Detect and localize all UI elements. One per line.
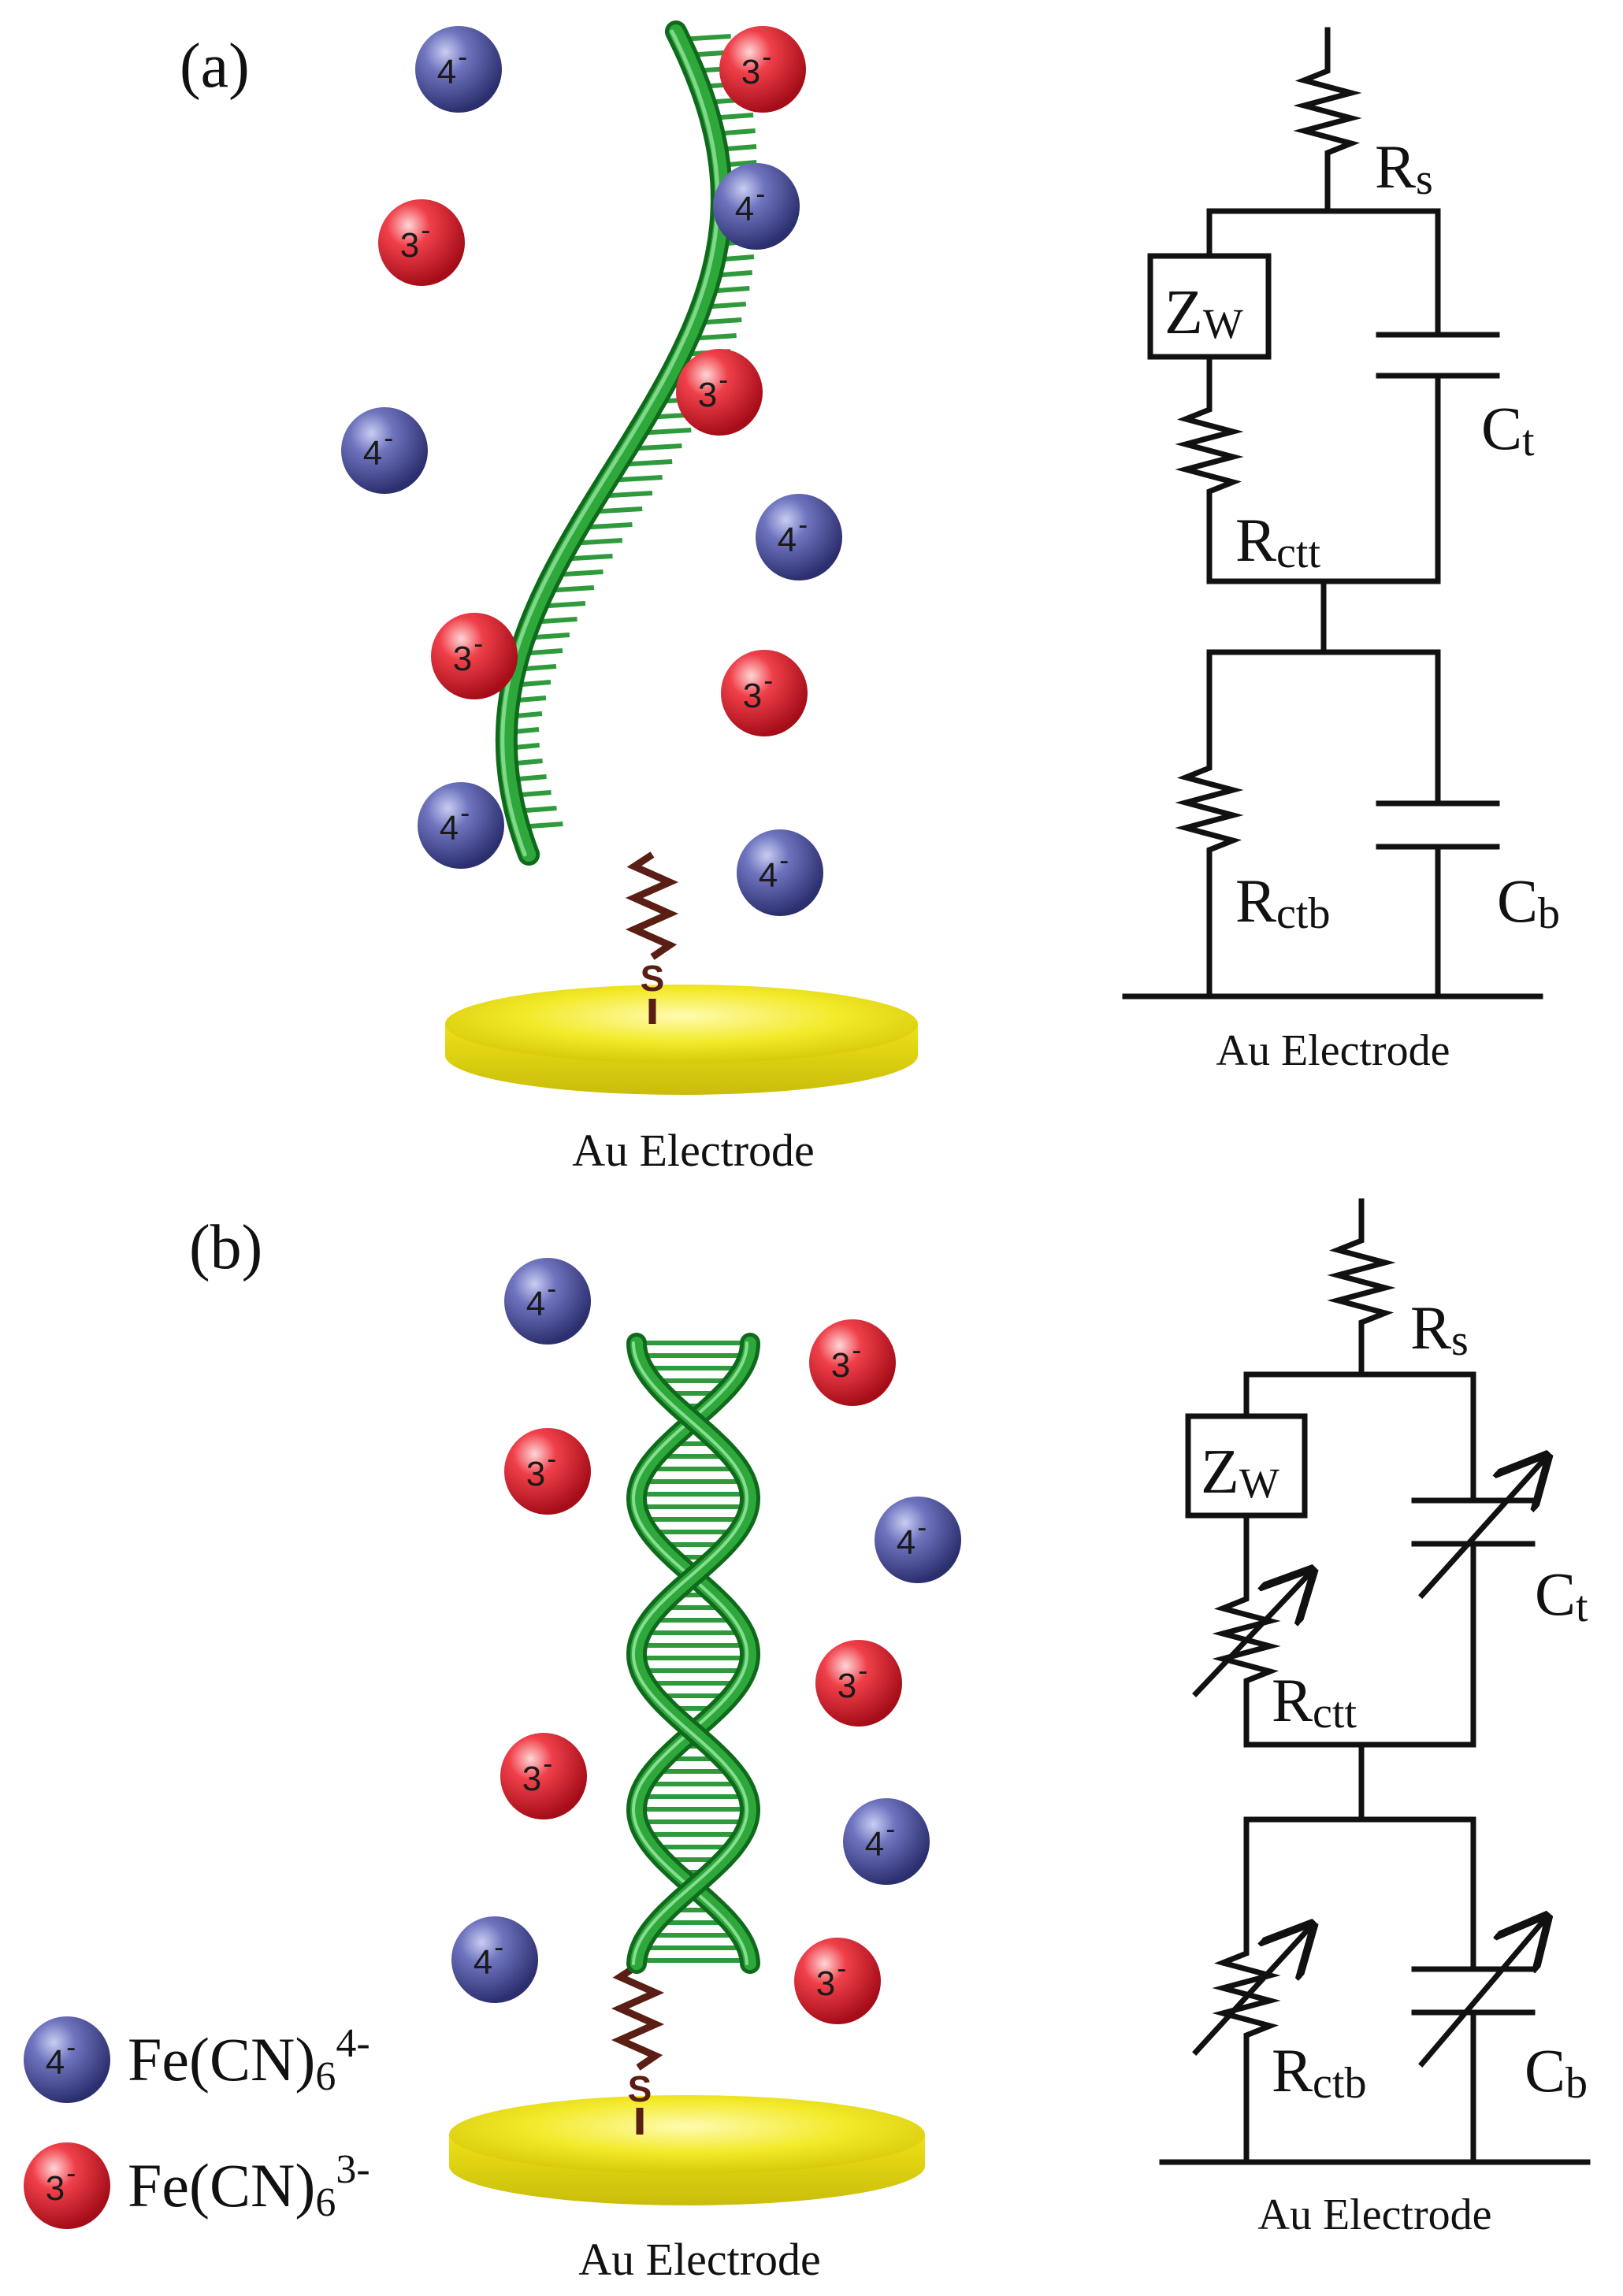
linker-a: S	[625, 851, 679, 1024]
ferrocyanide-ion-b-6: 4-	[843, 1798, 930, 1885]
ion-charge-label: 3-	[400, 213, 430, 265]
rct-bottom-variable-arrow-b	[1192, 1930, 1308, 2056]
linker-b: S	[611, 1962, 665, 2135]
ferricyanide-ion-b-1: 3-	[809, 1319, 896, 1406]
rct-bottom-resistor-b	[1212, 1816, 1281, 2165]
ct-label-b: Ct	[1535, 1560, 1588, 1631]
ion-charge-label: 4-	[865, 1812, 895, 1864]
ferrocyanide-ion-a-3: 4-	[713, 163, 800, 250]
rct-top-resistor-b	[1212, 1512, 1281, 1748]
au-electrode-label-b: Au Electrode	[578, 2234, 821, 2285]
au-electrode-disk-a	[445, 985, 918, 1095]
rs-resistor-a	[1293, 27, 1362, 214]
sulfur-label-a: S	[641, 958, 665, 999]
rct-top-label-a: Rctt	[1235, 506, 1320, 577]
ion-charge-label: 4-	[363, 421, 393, 473]
ferrocyanide-ion-a-6: 4-	[756, 494, 842, 580]
ion-charge-label: 3-	[526, 1442, 556, 1493]
ions-b: 4- 3- 3- 4- 3- 3- 4- 4- 3-	[451, 1258, 961, 2024]
rct-top-resistor-a	[1175, 354, 1244, 584]
cb-label-b: Cb	[1525, 2036, 1588, 2108]
panel-a-label: (a)	[180, 32, 250, 101]
ferrocyanide-ion-a-5: 4-	[341, 407, 428, 494]
ion-charge-label: 4-	[778, 508, 808, 559]
rct-top-label-b: Rctt	[1272, 1666, 1357, 1738]
ferrocyanide-ion-a-0: 4-	[415, 26, 502, 113]
zw-element-a	[1147, 253, 1272, 360]
legend-formula: Fe(CN)63-	[128, 2147, 370, 2225]
ferricyanide-ion-b-4: 3-	[815, 1640, 902, 1727]
circuit-b: Rs ZW Rctt Ct Rctb Cb Au Electrode	[1159, 1198, 1591, 2239]
legend: 4- Fe(CN)64- 3- Fe(CN)63-	[24, 2016, 370, 2229]
ferricyanide-ion-a-4: 3-	[676, 349, 763, 436]
strand-2	[630, 1337, 757, 1970]
panel-b: (b) Au Electrode S 4- 3- 3- 4- 3- 3- 4- 4- 3-	[189, 1213, 961, 2285]
zw-label-b: ZW	[1201, 1437, 1279, 1507]
rct-bottom-resistor-a	[1175, 649, 1244, 1000]
ion-charge-label: 4-	[735, 177, 765, 228]
ion-charge-label: 3-	[831, 1333, 861, 1385]
ferrocyanide-ion-b-7: 4-	[451, 1916, 538, 2003]
ferricyanide-ion-a-7: 3-	[431, 613, 518, 699]
ion-charge-label: 3-	[816, 1952, 846, 2003]
rs-label-b: Rs	[1410, 1293, 1469, 1365]
au-electrode-disk-b	[449, 2095, 925, 2205]
rs-resistor-b	[1327, 1198, 1396, 1378]
ion-charge-label: 4-	[440, 796, 470, 848]
legend-ion-swatch	[24, 2016, 110, 2103]
ion-charge-label: 4-	[526, 1272, 556, 1323]
zw-label-a: ZW	[1164, 278, 1243, 347]
rs-label-a: Rs	[1375, 132, 1433, 204]
ferricyanide-ion-a-1: 3-	[719, 26, 806, 113]
backbone	[499, 24, 729, 862]
ion-charge-label: 3-	[522, 1747, 552, 1798]
rct-bottom-label-b: Rctb	[1272, 2036, 1366, 2108]
backbone-highlight	[500, 29, 720, 857]
ions-a: 4- 3- 3- 4- 3- 4- 4- 3- 3- 4- 4-	[341, 26, 842, 916]
ion-charge-label: 3-	[837, 1654, 867, 1705]
strand-1	[630, 1337, 757, 1970]
ferricyanide-ion-a-2: 3-	[378, 199, 465, 286]
ion-charge-label: 3-	[743, 664, 773, 715]
strand-2-highlight	[631, 1341, 749, 1965]
ferrocyanide-ion-b-0: 4-	[504, 1258, 591, 1345]
legend-ion-charge: 3-	[46, 2157, 76, 2208]
circuit-a: Rs ZW Rctt Ct Rctb Cb Au Electrode	[1122, 27, 1560, 1075]
cb-label-a: Cb	[1497, 866, 1560, 938]
ssdna-strand-a	[495, 20, 757, 866]
ion-charge-label: 3-	[698, 363, 728, 414]
sulfur-label-b: S	[628, 2068, 652, 2109]
legend-formula: Fe(CN)64-	[128, 2021, 370, 2099]
ion-charge-label: 4-	[759, 844, 789, 895]
ct-label-a: Ct	[1481, 394, 1535, 466]
ferricyanide-ion-a-8: 3-	[721, 650, 808, 736]
ferricyanide-ion-b-8: 3-	[794, 1938, 881, 2024]
panel-b-label: (b)	[189, 1213, 262, 1282]
cb-variable-arrow-b	[1418, 1922, 1543, 2068]
ion-charge-label: 3-	[453, 627, 483, 678]
ion-charge-label: 4-	[437, 40, 467, 91]
rct-bottom-label-a: Rctb	[1235, 866, 1330, 938]
legend-item-ferrocyanide: 4- Fe(CN)64-	[24, 2016, 370, 2103]
legend-item-ferricyanide: 3- Fe(CN)63-	[24, 2142, 370, 2229]
ferrocyanide-ion-a-10: 4-	[737, 829, 823, 916]
ferricyanide-ion-b-5: 3-	[500, 1733, 587, 1819]
ferrocyanide-ion-a-9: 4-	[418, 782, 504, 869]
ion-charge-label: 4-	[474, 1931, 503, 1982]
legend-ion-charge: 4-	[46, 2031, 76, 2082]
au-electrode-label-a: Au Electrode	[572, 1125, 815, 1176]
strand-1-highlight	[631, 1341, 749, 1965]
rct-top-variable-arrow-b	[1192, 1575, 1308, 1697]
ct-variable-arrow-b	[1418, 1461, 1543, 1599]
ferrocyanide-ion-b-3: 4-	[875, 1497, 961, 1583]
legend-ion-swatch	[24, 2142, 110, 2229]
ferricyanide-ion-b-2: 3-	[504, 1428, 591, 1515]
ion-charge-label: 3-	[741, 40, 771, 91]
circuit-electrode-label-a: Au Electrode	[1216, 1026, 1450, 1075]
ion-charge-label: 4-	[897, 1511, 927, 1562]
dsdna-helix-b	[626, 1333, 761, 1974]
circuit-electrode-label-b: Au Electrode	[1258, 2190, 1492, 2239]
panel-a: (a) Au Electrode S 4-3-3-4-3-4-4-3-3-4-4…	[180, 20, 918, 1176]
